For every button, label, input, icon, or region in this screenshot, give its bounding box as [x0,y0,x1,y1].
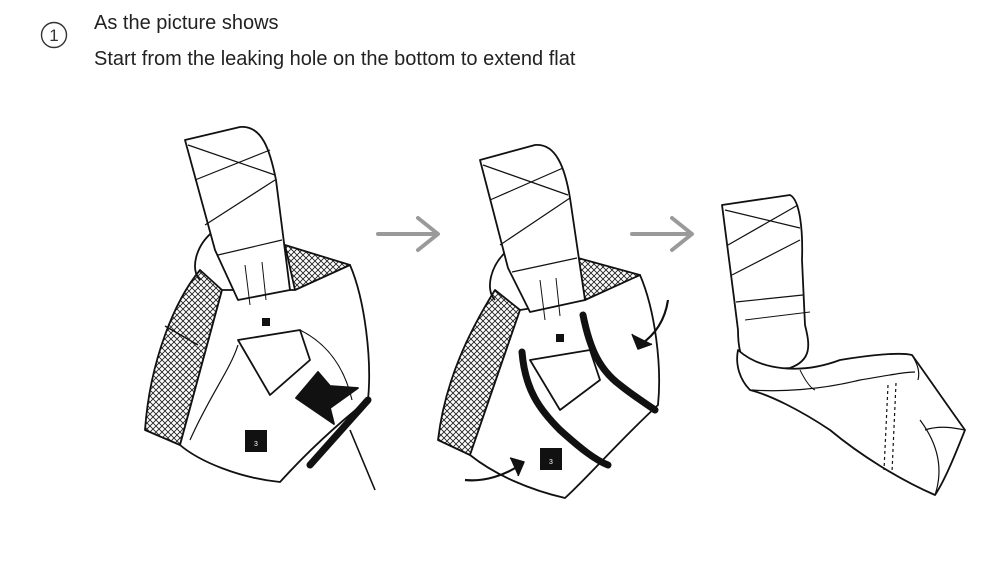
svg-text:1: 1 [49,26,58,45]
leaking-hole-band [306,396,372,469]
mesh-side-left [437,289,521,456]
carrier-panel-3 [721,194,966,496]
mesh-side-left [144,269,223,446]
carrier-strap [184,126,291,301]
fold-line-right [579,311,659,414]
stitch-line-1 [883,384,889,471]
carrier-body-flat [736,349,966,496]
step-title: As the picture shows [94,12,279,34]
svg-text:3: 3 [549,459,553,466]
fold-line-left [518,348,612,469]
stitch-line-2 [891,382,897,473]
svg-text:3: 3 [254,441,258,448]
carrier-panel-1: 3 [144,126,376,491]
carrier-strap [479,144,586,313]
step-instruction: Start from the leaking hole on the botto… [94,48,576,70]
carrier-strap [721,194,810,371]
carrier-panel-2: 3 [437,144,670,499]
step-number-circle: 1 [40,21,68,49]
step-arrow-2 [630,216,694,252]
push-arrow [295,371,359,425]
step-arrow-1 [376,216,440,252]
